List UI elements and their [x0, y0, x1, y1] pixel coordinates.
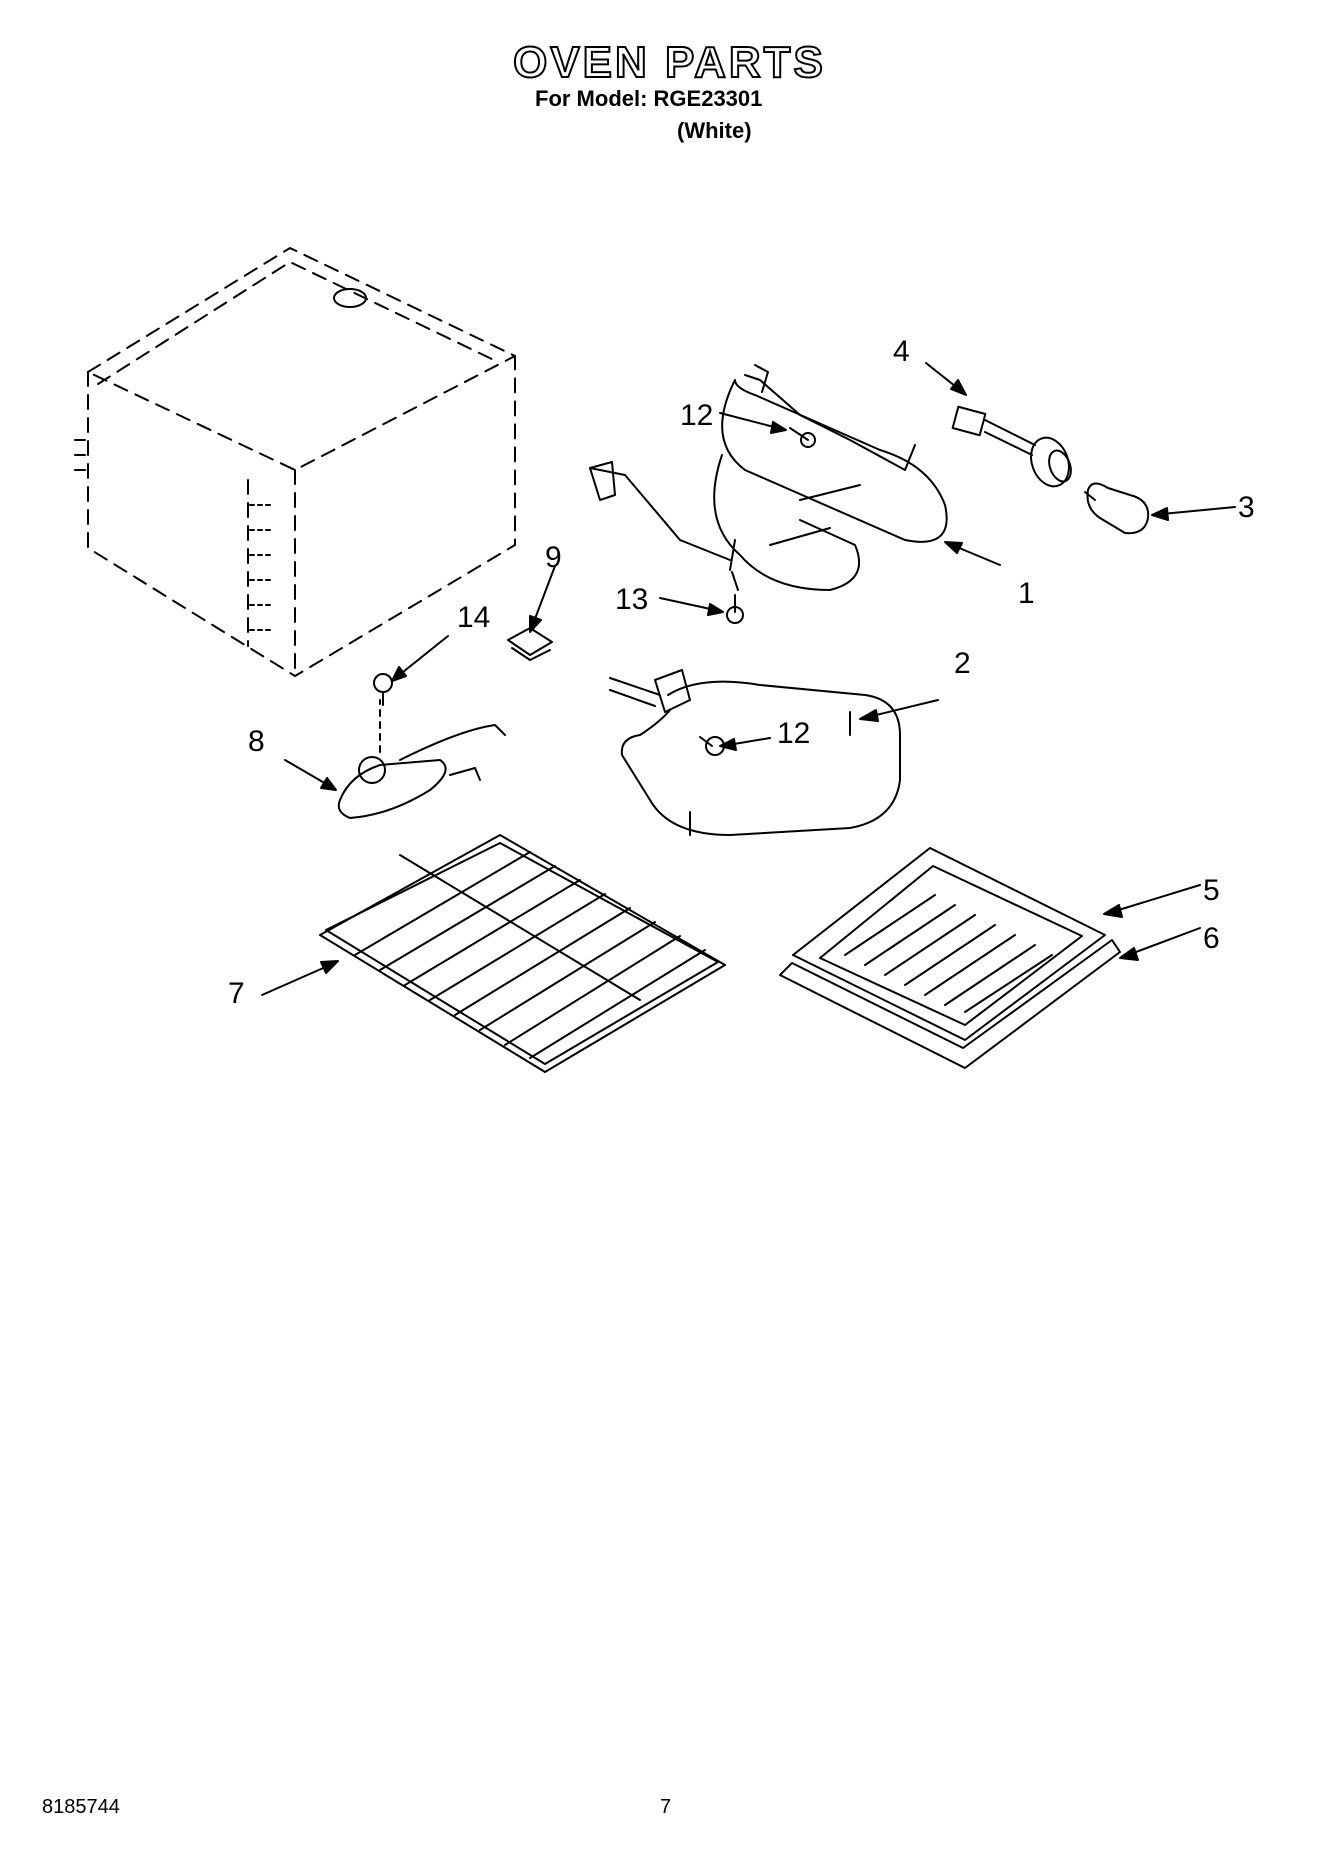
callout-12-upper: 12 — [680, 399, 713, 432]
oven-cavity-outline — [87, 247, 516, 677]
callout-3: 3 — [1238, 491, 1255, 524]
oven-sensor — [337, 699, 506, 819]
callout-12-lower: 12 — [777, 717, 810, 750]
callout-8: 8 — [248, 725, 265, 758]
broiler-pan — [779, 847, 1121, 1069]
oven-rack — [319, 834, 726, 1073]
broil-element — [589, 364, 948, 591]
screw-12-upper — [789, 427, 816, 448]
callout-4: 4 — [893, 335, 910, 368]
callout-5: 5 — [1203, 874, 1220, 907]
callout-13: 13 — [615, 583, 648, 616]
screw-13 — [726, 594, 744, 624]
callout-1: 1 — [1018, 577, 1035, 610]
model-label: For Model: RGE23301 — [535, 86, 763, 111]
light-bulb — [1084, 482, 1150, 535]
document-number: 8185744 — [42, 1796, 120, 1818]
screw-14 — [373, 673, 393, 706]
callout-7: 7 — [228, 977, 245, 1010]
callout-2: 2 — [954, 647, 971, 680]
callout-6: 6 — [1203, 922, 1220, 955]
light-socket — [951, 405, 1072, 488]
callout-9: 9 — [545, 541, 562, 574]
page-title-block: OVEN PARTS — [0, 37, 1339, 88]
callout-14: 14 — [457, 601, 490, 634]
page-title: OVEN PARTS — [512, 37, 826, 88]
oven-cavity-details — [74, 288, 367, 631]
element-clip — [507, 627, 553, 661]
page-number: 7 — [660, 1796, 672, 1818]
leader-arrows — [261, 362, 1236, 996]
bake-element — [609, 669, 901, 836]
color-label: (White) — [677, 118, 752, 143]
